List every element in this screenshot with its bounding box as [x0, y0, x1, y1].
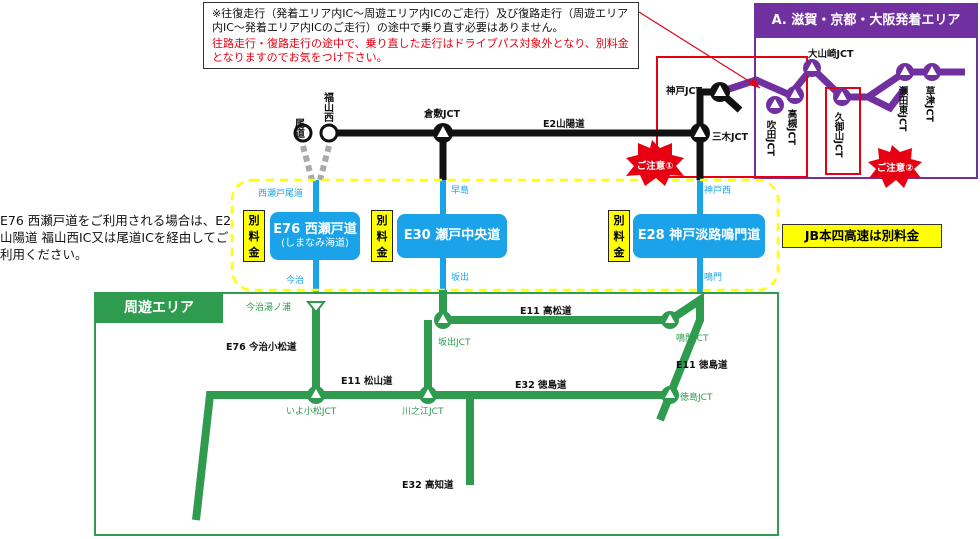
- notice-pointer: [638, 11, 761, 89]
- kobe-jct-marker: [714, 85, 726, 96]
- label-suita-jct: 吹田JCT: [765, 119, 777, 156]
- jb-toll-note: JB本四高速は別料金: [782, 224, 942, 248]
- takatsuki-jct-marker: [790, 89, 800, 98]
- caution-2-text: ご注意②: [877, 162, 914, 174]
- caution-frame-2: [825, 87, 861, 175]
- toll-badge-e28: 別料金: [608, 210, 630, 262]
- route-e30-name: E30 瀬戸中央道: [403, 228, 501, 243]
- label-e11-takamatsu: E11 高松道: [520, 305, 572, 317]
- toll-badge-e76: 別料金: [243, 210, 265, 262]
- label-kobe-nishi: 神戸西: [704, 184, 731, 196]
- circulation-nodes: [305, 301, 679, 404]
- e32-line: [424, 320, 670, 399]
- toll-badge-e30: 別料金: [371, 210, 393, 262]
- kusatsu-jct-marker: [927, 66, 937, 75]
- label-seta-higashi-jct: 瀬田東JCT: [897, 85, 910, 132]
- label-kurashiki-jct: 倉敷JCT: [423, 108, 461, 120]
- label-kumiyama-jct: 久御山JCT: [833, 111, 846, 158]
- notice-box: ※往復走行（発着エリア内IC～周遊エリア内ICのご走行）及び復路走行（周遊エリア…: [203, 2, 639, 69]
- imabari-yunoura-marker: [305, 301, 327, 314]
- onomichi-connection: [300, 145, 332, 181]
- label-naruto-jct: 鳴門JCT: [676, 332, 709, 344]
- label-onomichi: 尾道: [293, 118, 305, 139]
- label-e76-imabari-komatsu: E76 今治小松道: [226, 341, 297, 353]
- label-naruto: 鳴門: [704, 271, 722, 283]
- label-e32-kochi: E32 高知道: [402, 479, 454, 491]
- label-sakaide-jct: 坂出JCT: [438, 336, 471, 348]
- circulation-area-frame: [94, 292, 779, 536]
- oyamazaki-jct-marker: [807, 62, 817, 71]
- label-e2-sanyo: E2山陽道: [543, 118, 585, 130]
- label-kawanoe-jct: 川之江JCT: [402, 405, 444, 417]
- caution-1-text: ご注意①: [637, 160, 674, 172]
- caution-burst-1: [626, 140, 684, 186]
- label-fukuyama-nishi: 福山西: [322, 91, 335, 123]
- label-nishiseto-onomichi: 西瀬戸尾道: [258, 187, 303, 199]
- route-e30: E30 瀬戸中央道: [397, 214, 507, 258]
- label-kusatsu-jct: 草津JCT: [924, 85, 936, 122]
- route-e76-name: E76 西瀬戸道: [273, 222, 357, 237]
- label-imabari-yunoura: 今治湯ノ浦: [246, 301, 291, 313]
- label-iyo-komatsu-jct: いよ小松JCT: [286, 405, 337, 417]
- nishiseto-note: E76 西瀬戸道をご利用される場合は、E2 山陽道 福山西IC又は尾道ICを経由…: [0, 213, 232, 262]
- region-a-title: A. 滋賀・京都・大阪発着エリア: [755, 4, 977, 38]
- naruto-jct-marker: [665, 314, 675, 323]
- label-kobe-jct: 神戸JCT: [666, 85, 703, 97]
- label-imabari: 今治: [286, 274, 304, 286]
- kawanoe-jct-marker: [423, 389, 433, 398]
- label-tokushima-jct: 徳島JCT: [680, 391, 713, 403]
- label-takatsuki-jct: 高槻JCT: [786, 108, 798, 145]
- suita-jct-marker: [770, 99, 780, 108]
- jb-zone-frame: [230, 178, 780, 292]
- region-a-branch: [866, 85, 908, 113]
- label-e11-matsuyama: E11 松山道: [341, 375, 393, 387]
- seta-higashi-jct-marker: [900, 66, 910, 75]
- caution-frame-1: [656, 56, 808, 178]
- circulation-area-tab: 周遊エリア: [95, 293, 223, 323]
- label-miki-jct: 三木JCT: [712, 131, 749, 143]
- label-oyamazaki-jct: 大山崎JCT: [808, 48, 854, 60]
- map-labels: 尾道 福山西 倉敷JCT E2山陽道 神戸JCT 三木JCT 大山崎JCT 吹田…: [226, 48, 935, 491]
- miki-jct-marker: [694, 126, 706, 137]
- kumiyama-jct-marker: [837, 91, 847, 100]
- region-a-nodes: [766, 59, 941, 114]
- label-sakaide: 坂出: [451, 271, 469, 283]
- kurashiki-jct-marker: [437, 126, 449, 137]
- sakaide-jct-marker: [438, 314, 448, 323]
- notice-pointer-arrow: [749, 78, 760, 88]
- fukuyama-node: [319, 123, 339, 143]
- route-e76-sub: (しまなみ海道): [281, 238, 349, 249]
- caution-burst-2: [868, 145, 922, 188]
- label-hayashima: 早島: [451, 184, 469, 196]
- notice-text: ※往復走行（発着エリア内IC～周遊エリア内ICのご走行）及び復路走行（周遊エリア…: [212, 7, 629, 34]
- label-e11-tokushima: E11 徳島道: [676, 359, 728, 371]
- tokushima-jct-marker: [665, 389, 675, 398]
- label-e32-tokushima: E32 徳島道: [515, 379, 567, 391]
- onomichi-node: [293, 123, 313, 143]
- notice-warning-text: 往路走行・復路走行の途中で、乗り直した走行はドライブパス対象外となり、別料金とな…: [212, 37, 629, 64]
- route-e28: E28 神戸淡路鳴門道: [633, 214, 765, 258]
- route-e76: E76 西瀬戸道 (しまなみ海道): [270, 212, 360, 260]
- route-e28-name: E28 神戸淡路鳴門道: [637, 228, 761, 243]
- iyo-komatsu-jct-marker: [311, 389, 321, 398]
